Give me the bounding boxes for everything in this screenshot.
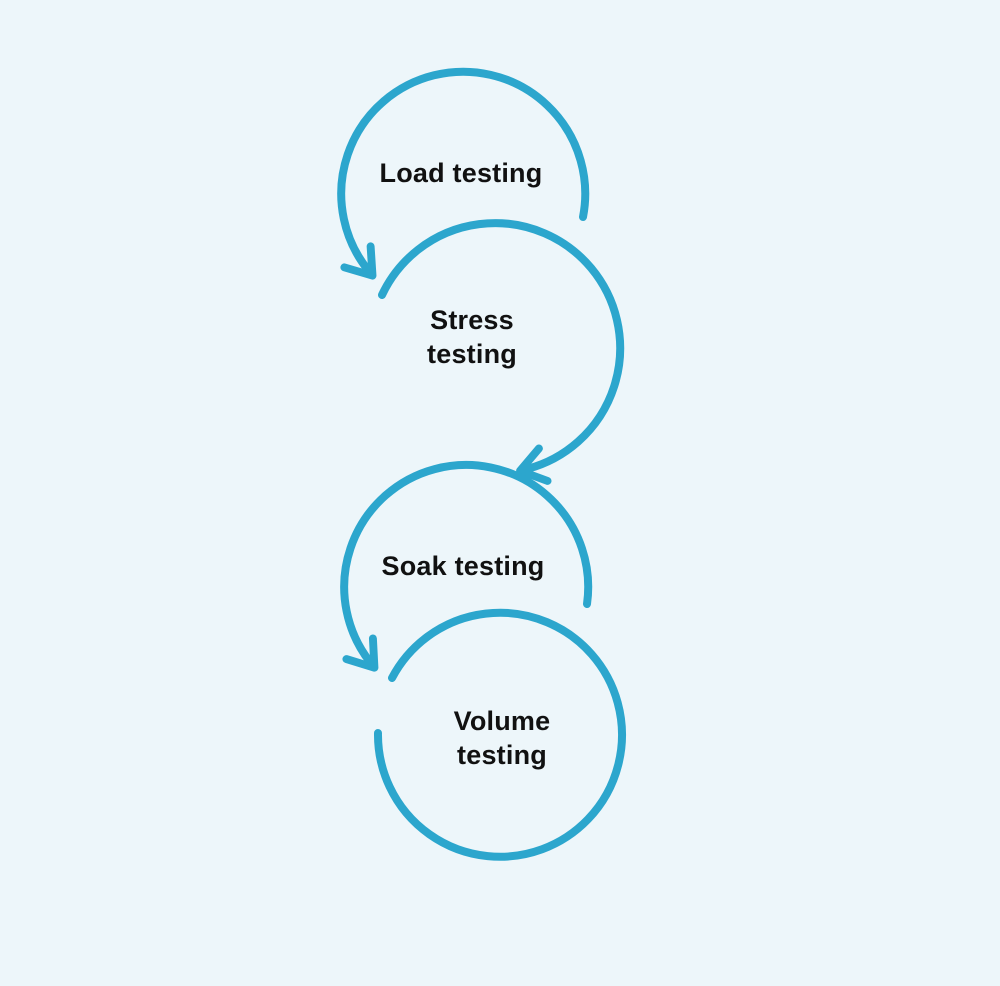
loop-arc-stress: [378, 219, 625, 485]
node-label-stress-testing: Stress testing: [427, 304, 517, 369]
loop-arc-load: [337, 67, 590, 280]
loop-arc-soak: [340, 460, 593, 672]
node-label-load-testing: Load testing: [379, 157, 543, 188]
node-label-soak-testing: Soak testing: [381, 550, 545, 581]
node-label-volume-testing: Volume testing: [453, 705, 551, 770]
loop-arc-volume: [373, 608, 626, 861]
